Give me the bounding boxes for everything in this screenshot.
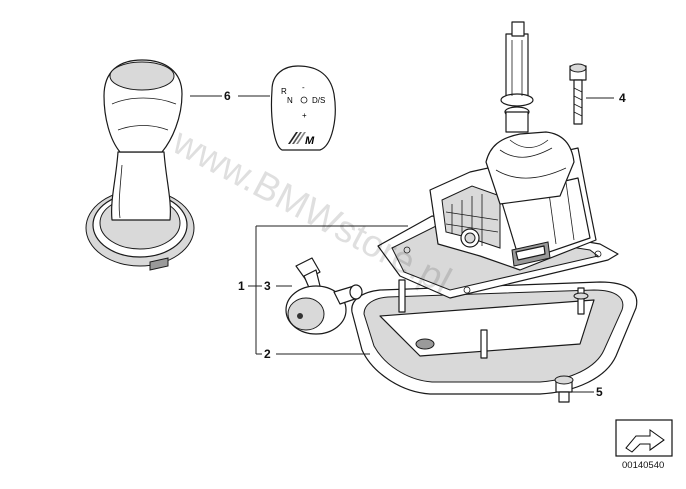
callout-6: 6 (224, 89, 231, 103)
badge-drive-sport-label: D/S (312, 96, 325, 105)
actuator-part-3 (285, 257, 363, 335)
callout-3: 3 (264, 279, 271, 293)
gear-knob (85, 59, 195, 271)
reference-number: 00140540 (622, 460, 664, 471)
callout-5: 5 (596, 385, 603, 399)
reference-box: 00140540 (615, 419, 673, 471)
callout-2: 2 (264, 347, 271, 361)
badge-plus-label: + (302, 111, 307, 120)
nut-part-5 (554, 375, 574, 403)
badge-logo-label: M (305, 135, 315, 147)
screw-part-4 (569, 63, 587, 125)
studs (398, 279, 589, 359)
badge-neutral-label: N (287, 96, 293, 105)
badge-reverse-label: R (281, 87, 287, 96)
leader-lines (190, 95, 614, 393)
m-logo-icon: M (288, 132, 315, 147)
arrow-icon (625, 429, 665, 453)
shift-pattern-badge: R N - D/S + M (270, 65, 336, 151)
callout-1: 1 (238, 279, 245, 293)
selector-housing (351, 21, 638, 395)
badge-minus-label: - (302, 83, 305, 92)
callout-4: 4 (619, 91, 626, 105)
